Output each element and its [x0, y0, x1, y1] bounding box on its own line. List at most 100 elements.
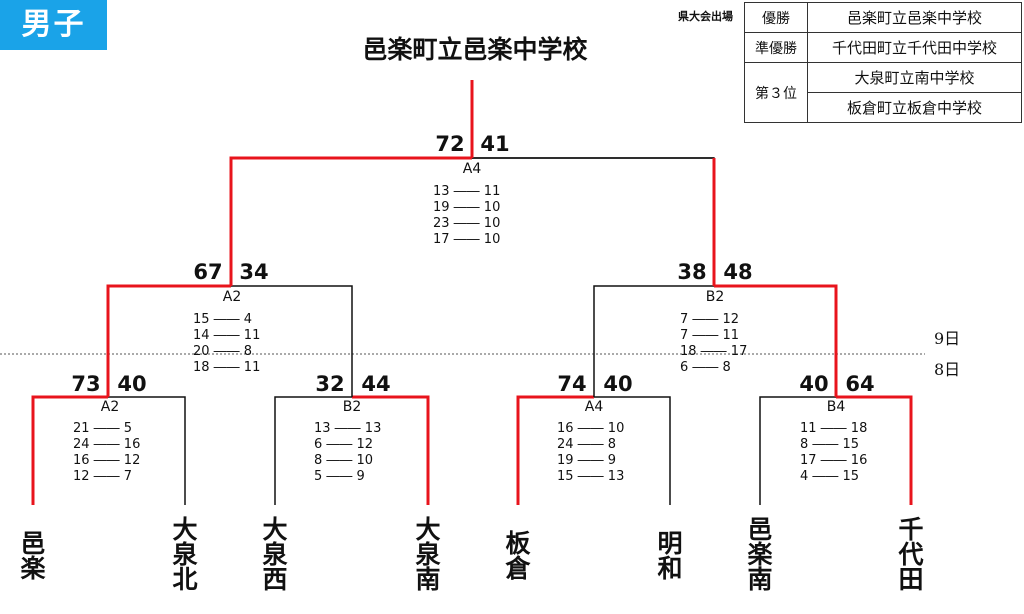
sf1-right-score: 34	[239, 260, 269, 284]
period-score: 12 ―― 7	[73, 469, 133, 484]
venue-label: 県大会出場	[678, 10, 733, 23]
result-school: 千代田町立千代田中学校	[807, 32, 1022, 63]
team-name: 邑楽南	[743, 516, 777, 591]
team-label: 邑楽	[17, 530, 46, 580]
result-label: 準優勝	[744, 32, 808, 63]
r1m2-court: B2	[342, 399, 362, 415]
team-name: 邑楽	[16, 530, 50, 580]
team-label: 明和	[654, 530, 683, 580]
champion-title: 邑楽町立邑楽中学校	[362, 35, 588, 64]
period-score: 19 ―― 9	[557, 453, 617, 468]
period-score: 17 ―― 16	[800, 453, 868, 468]
result-school: 板倉町立板倉中学校	[807, 92, 1022, 123]
sf2-left-score: 38	[677, 260, 707, 284]
team-label: 板倉	[502, 530, 531, 580]
win-path	[516, 395, 594, 505]
team-label: 大泉南	[412, 516, 441, 591]
result-school: 大泉町立南中学校	[807, 62, 1022, 93]
period-score: 13 ―― 13	[314, 421, 382, 436]
period-score: 14 ―― 11	[193, 328, 261, 343]
lose-path	[274, 396, 352, 505]
team-name: 大泉南	[411, 516, 445, 591]
period-score: 15 ―― 13	[557, 469, 625, 484]
r1m4-right-score: 64	[845, 372, 875, 396]
sf2-right-score: 48	[723, 260, 753, 284]
period-score: 11 ―― 18	[800, 421, 868, 436]
final-left-score: 72	[435, 132, 465, 156]
team-name: 千代田	[894, 516, 928, 591]
r1m4-left-score: 40	[799, 372, 829, 396]
results-row: 板倉町立板倉中学校	[745, 92, 1022, 123]
sf1-left-score: 67	[193, 260, 223, 284]
period-score: 21 ―― 5	[73, 421, 133, 436]
r1m3-right-score: 40	[603, 372, 633, 396]
r1m1-left-score: 73	[71, 372, 101, 396]
r1m3-left-score: 74	[557, 372, 587, 396]
win-path	[31, 395, 108, 505]
team-label: 大泉西	[259, 516, 288, 591]
team-name: 大泉西	[258, 516, 292, 591]
period-score: 15 ―― 4	[193, 312, 253, 327]
day-lower-label: 8日	[934, 360, 961, 379]
r1m4-court: B4	[826, 399, 846, 415]
final-court: A4	[462, 161, 482, 177]
r1m3-court: A4	[584, 399, 604, 415]
period-score: 17 ―― 10	[433, 232, 501, 247]
lose-path	[759, 396, 836, 505]
win-path	[229, 156, 472, 286]
category-badge: 男子	[0, 0, 107, 50]
period-score: 18 ―― 11	[193, 360, 261, 375]
period-score: 7 ―― 11	[680, 328, 740, 343]
r1m1-right-score: 40	[117, 372, 147, 396]
r1m1-court: A2	[100, 399, 120, 415]
period-score: 19 ―― 10	[433, 200, 501, 215]
r1m2-right-score: 44	[361, 372, 391, 396]
win-path	[714, 284, 838, 397]
results-row: 第３位 大泉町立南中学校	[744, 62, 1022, 123]
win-path	[836, 395, 913, 505]
period-score: 13 ―― 11	[433, 184, 501, 199]
period-score: 6 ―― 8	[680, 360, 731, 375]
period-score: 4 ―― 15	[800, 469, 860, 484]
results-table: 優勝 邑楽町立邑楽中学校 準優勝 千代田町立千代田中学校 第３位 大泉町立南中学…	[744, 2, 1022, 123]
lose-path	[108, 396, 186, 505]
win-path	[106, 284, 231, 397]
result-label: 第３位	[744, 62, 808, 123]
team-label: 千代田	[895, 516, 924, 591]
lose-path	[231, 285, 353, 397]
sf2-court: B2	[705, 289, 725, 305]
team-label: 邑楽南	[744, 516, 773, 591]
final-right-score: 41	[480, 132, 510, 156]
team-name: 大泉北	[168, 516, 202, 591]
period-score: 8 ―― 15	[800, 437, 860, 452]
period-score: 24 ―― 16	[73, 437, 141, 452]
day-upper-label: 9日	[934, 329, 961, 348]
team-label: 大泉北	[169, 516, 198, 591]
period-score: 5 ―― 9	[314, 469, 365, 484]
lose-path	[594, 396, 671, 505]
period-score: 7 ―― 12	[680, 312, 740, 327]
period-score: 18 ―― 17	[680, 344, 748, 359]
period-score: 16 ―― 12	[73, 453, 141, 468]
period-score: 16 ―― 10	[557, 421, 625, 436]
team-name: 明和	[653, 530, 687, 580]
win-path	[352, 395, 430, 505]
period-score: 24 ―― 8	[557, 437, 617, 452]
lose-path	[593, 285, 714, 397]
period-score: 23 ―― 10	[433, 216, 501, 231]
period-score: 6 ―― 12	[314, 437, 374, 452]
sf1-court: A2	[222, 289, 242, 305]
period-score: 8 ―― 10	[314, 453, 374, 468]
r1m2-left-score: 32	[315, 372, 345, 396]
results-row: 準優勝 千代田町立千代田中学校	[744, 32, 1022, 63]
team-name: 板倉	[501, 530, 535, 580]
period-score: 20 ―― 8	[193, 344, 253, 359]
